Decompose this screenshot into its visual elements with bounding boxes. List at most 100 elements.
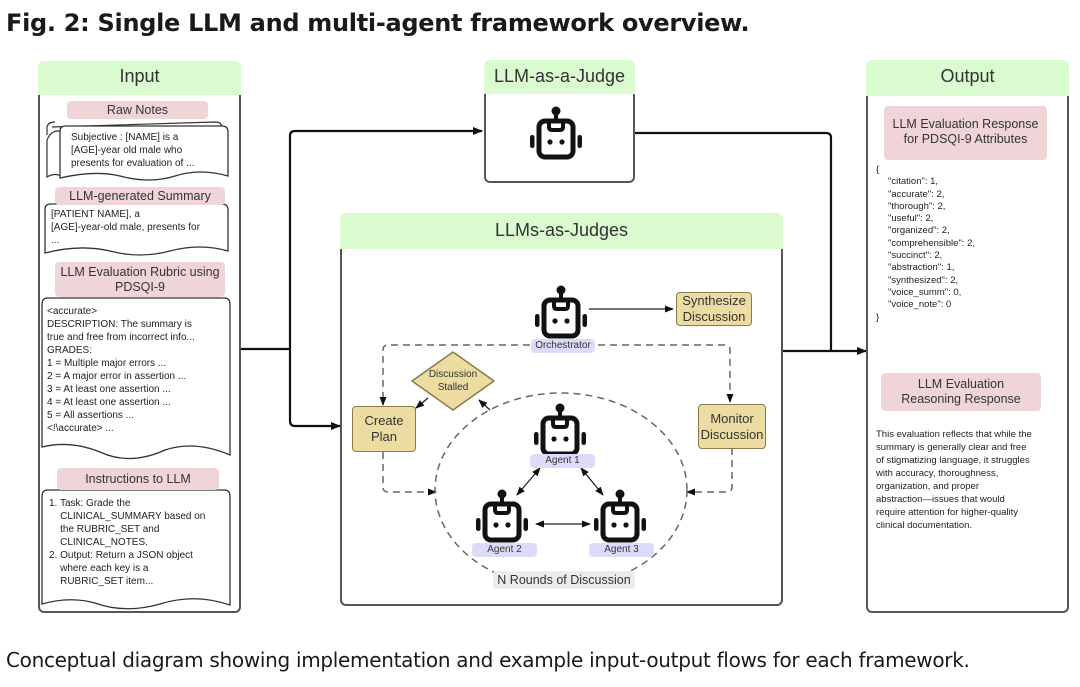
discussion-circle xyxy=(434,392,688,588)
reasoning-line: clinical documentation. xyxy=(876,520,973,531)
monitor-line: Discussion xyxy=(700,426,764,442)
instructions-line: CLINICAL_SUMMARY based on xyxy=(49,511,206,522)
json-attributes: "citation": 1,"accurate": 2,"thorough": … xyxy=(876,176,1061,311)
instructions-paper xyxy=(41,489,231,610)
instructions-line: the RUBRIC_SET and xyxy=(49,524,160,535)
rubric-line: GRADES: xyxy=(47,345,93,356)
synthesize-discussion-box: Synthesize Discussion xyxy=(676,292,752,326)
output-panel-title: Output xyxy=(940,66,995,86)
reasoning-label-line: Reasoning Response xyxy=(901,392,1021,406)
figure-caption: Conceptual diagram showing implementatio… xyxy=(6,648,970,672)
summary-paper xyxy=(44,203,229,256)
reasoning-text: This evaluation reflects that while the … xyxy=(876,428,1066,532)
raw-notes-paper-back0 xyxy=(46,121,56,135)
summary-line: ... xyxy=(51,235,60,246)
dashed-plan-to-circle xyxy=(382,452,437,496)
rubric-label: LLM Evaluation Rubric using PDSQI-9 xyxy=(55,262,225,297)
stalled-line: Discussion xyxy=(428,369,478,380)
json-attribute-line: "voice_summ": 0, xyxy=(888,286,962,298)
reasoning-line: of stigmatizing language, it struggles xyxy=(876,455,1030,466)
json-attribute-line: "citation": 1, xyxy=(888,176,939,188)
synthesize-line: Discussion xyxy=(682,309,746,324)
rubric-line: <!\accurate> ... xyxy=(47,423,114,434)
rubric-line: 5 = All assertions ... xyxy=(47,410,134,421)
output-panel xyxy=(866,96,1069,613)
agent1-label: Agent 1 xyxy=(530,454,595,468)
raw-notes-line: [AGE]-year old male who xyxy=(71,145,183,156)
rubric-line: true and free from incorrect info... xyxy=(47,332,195,343)
instructions-line: 1. Task: Grade the xyxy=(49,498,131,509)
json-attribute-line: "abstraction": 1, xyxy=(888,262,955,274)
rubric-line: <accurate> xyxy=(47,306,98,317)
rubric-label-line: PDSQI-9 xyxy=(114,280,165,294)
rubric-line: 2 = A major error in assertion ... xyxy=(47,371,187,382)
agent1-robot-icon xyxy=(534,403,586,457)
json-attribute-line: "comprehensible": 2, xyxy=(888,237,976,249)
synthesize-line: Synthesize xyxy=(682,293,746,308)
json-attribute-line: "useful": 2, xyxy=(888,213,934,225)
connector-single-judge-out xyxy=(635,131,833,351)
connector-to-multi-judge xyxy=(288,349,341,430)
input-panel-header: Input xyxy=(38,61,241,95)
response-label-line: for PDSQI-9 Attributes xyxy=(903,132,1028,146)
reasoning-label-line: LLM Evaluation xyxy=(917,377,1005,391)
response-label: LLM Evaluation Response for PDSQI-9 Attr… xyxy=(884,106,1047,160)
rubric-label-line: LLM Evaluation Rubric using xyxy=(60,265,220,279)
connector-stalled-plan xyxy=(415,397,429,409)
dashed-loop-right xyxy=(598,344,734,403)
stalled-line: Stalled xyxy=(437,382,469,393)
instructions-line: where each key is a xyxy=(49,563,149,574)
json-attribute-line: "organized": 2, xyxy=(888,225,950,237)
reasoning-line: abstraction—issues that would xyxy=(876,494,1005,505)
json-attribute-line: "accurate": 2, xyxy=(888,188,945,200)
input-panel xyxy=(38,95,241,613)
robot-icon xyxy=(530,106,582,160)
raw-notes-label: Raw Notes xyxy=(67,101,208,119)
discussion-stalled-diamond xyxy=(411,351,495,411)
reasoning-line: organization, and proper xyxy=(876,481,979,492)
create-plan-box: Create Plan xyxy=(352,406,416,452)
reasoning-line: summary is generally clear and free xyxy=(876,442,1027,453)
agent3-robot-icon xyxy=(594,489,646,543)
figure-title: Fig. 2: Single LLM and multi-agent frame… xyxy=(6,9,750,37)
create-plan-line: Create xyxy=(364,413,404,428)
json-open-brace: { xyxy=(876,164,880,175)
rounds-label: N Rounds of Discussion xyxy=(493,571,635,589)
rubric-line: 4 = At least one assertion ... xyxy=(47,397,171,408)
agent2-label: Agent 2 xyxy=(472,543,537,557)
json-attribute-line: "succinct": 2, xyxy=(888,250,943,262)
agent2-robot-icon xyxy=(476,489,528,543)
raw-notes-paper-front xyxy=(59,125,229,181)
input-panel-title: Input xyxy=(119,66,160,86)
raw-notes-text: Subjective : [NAME] is a [AGE]-year old … xyxy=(71,131,226,170)
instructions-line: 2. Output: Return a JSON object xyxy=(49,550,193,561)
summary-label: LLM-generated Summary xyxy=(55,187,225,205)
connector-to-single-judge xyxy=(288,127,483,349)
rubric-text: <accurate> DESCRIPTION: The summary is t… xyxy=(47,305,227,435)
response-json: { "citation": 1,"accurate": 2,"thorough"… xyxy=(876,164,1061,324)
connector-circle-stalled xyxy=(478,399,491,411)
create-plan-line: Plan xyxy=(370,429,398,444)
instructions-text: 1. Task: Grade the CLINICAL_SUMMARY base… xyxy=(49,497,229,588)
orchestrator-label: Orchestrator xyxy=(531,339,595,353)
agent1-agent3-link xyxy=(580,467,604,496)
single-judge-title: LLM-as-a-Judge xyxy=(493,66,626,86)
response-label-line: LLM Evaluation Response xyxy=(892,117,1039,131)
rubric-line: 1 = Multiple major errors ... xyxy=(47,358,167,369)
reasoning-line: require attention for higher-quality xyxy=(876,507,1019,518)
reasoning-label: LLM Evaluation Reasoning Response xyxy=(881,373,1041,411)
output-panel-header: Output xyxy=(866,60,1069,96)
multi-judge-panel xyxy=(340,249,783,606)
reasoning-line: This evaluation reflects that while the xyxy=(876,429,1032,440)
json-close-brace: } xyxy=(876,311,880,323)
summary-line: [PATIENT NAME], a xyxy=(51,209,140,220)
rubric-paper xyxy=(41,297,231,460)
json-attribute-line: "voice_note": 0 xyxy=(888,299,952,311)
dashed-loop-left xyxy=(379,344,530,406)
instructions-line: CLINICAL_NOTES. xyxy=(49,537,148,548)
instructions-label: Instructions to LLM xyxy=(57,468,219,490)
json-attribute-line: "synthesized": 2, xyxy=(888,274,959,286)
instructions-line: RUBRIC_SET item... xyxy=(49,576,154,587)
